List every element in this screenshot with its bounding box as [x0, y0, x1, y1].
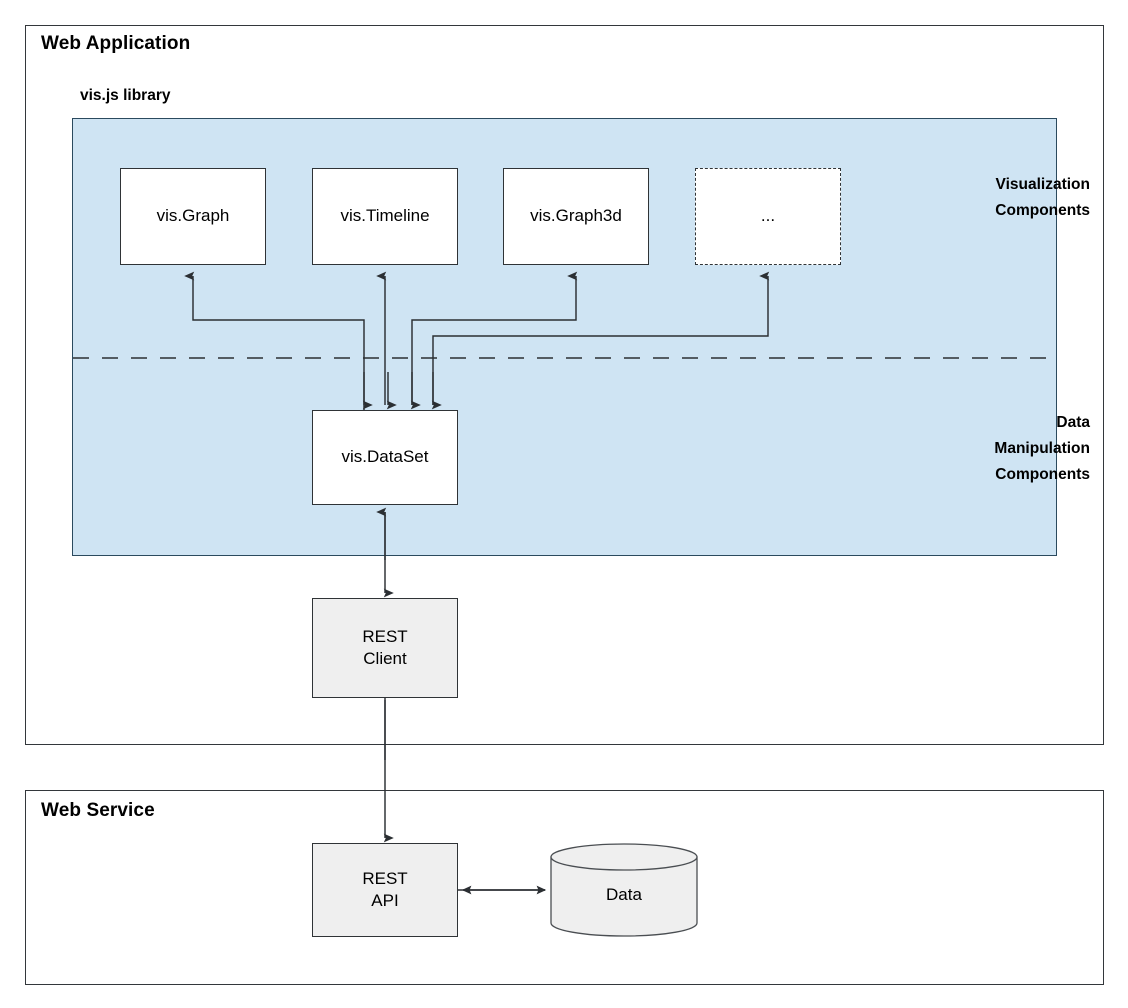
- node-rest-client[interactable]: REST Client: [312, 598, 458, 698]
- visualization-components-label: Visualization Components: [995, 176, 1090, 220]
- data-manipulation-components-label: Data Manipulation Components: [994, 414, 1090, 484]
- node-data-store[interactable]: Data: [550, 843, 698, 937]
- web-application-title: Web Application: [41, 33, 191, 54]
- node-ellipsis-placeholder[interactable]: ...: [695, 168, 841, 265]
- database-cylinder-icon: [550, 843, 698, 937]
- node-vis-dataset[interactable]: vis.DataSet: [312, 410, 458, 505]
- node-vis-graph[interactable]: vis.Graph: [120, 168, 266, 265]
- node-rest-api[interactable]: REST API: [312, 843, 458, 937]
- visjs-library-label: vis.js library: [80, 87, 171, 104]
- web-service-title: Web Service: [41, 800, 155, 821]
- node-vis-graph3d[interactable]: vis.Graph3d: [503, 168, 649, 265]
- node-vis-timeline[interactable]: vis.Timeline: [312, 168, 458, 265]
- data-store-label: Data: [606, 884, 642, 904]
